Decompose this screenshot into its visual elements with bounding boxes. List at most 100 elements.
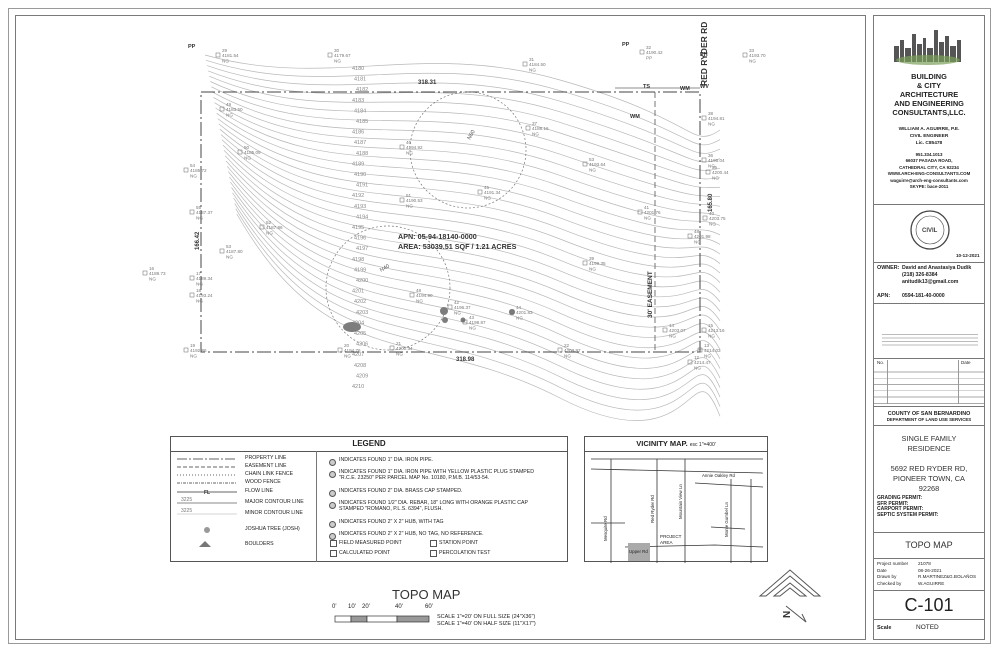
company-name-line: CONSULTANTS,LLC. [892, 108, 966, 117]
survey-point-text: 18 [196, 288, 202, 293]
engineer-line: WILLIAM A. AGUIRRE, P.E. [898, 127, 960, 132]
vicinity-road-label: Upper Rd [629, 549, 648, 554]
vicinity-scale: esc 1"=400' [689, 442, 716, 448]
contact-line: WWW.ARCH-ENG-CONSULTANTS.COM [887, 171, 971, 177]
survey-point-text: 35 [712, 165, 718, 170]
contour-line [231, 187, 721, 369]
scale-label: Scale [877, 625, 892, 631]
apn-label: APN: [877, 293, 891, 299]
contour-label: 4185 [356, 119, 368, 125]
scale-note-full: SCALE 1"=20' ON FULL SIZE (24"X36") [437, 614, 536, 620]
survey-point-text: 20 [344, 343, 350, 348]
legend-right-label: INDICATES FOUND 1" DIA. IRON PIPE. [339, 457, 433, 463]
topo-site-plan: 4180418141824183418441854186418741884189… [142, 22, 766, 421]
project-type-line: SINGLE FAMILY [901, 434, 957, 443]
contact-line: waguirre@arch-eng-consultants.com [890, 177, 968, 183]
contour-label: 4202 [354, 299, 366, 305]
legend-bottom-label: FIELD MEASURED POINT [339, 540, 402, 546]
survey-point-text: 4192.86 [190, 348, 207, 353]
contour-label: 4188 [356, 151, 368, 157]
area-text: AREA: 53039.51 SQF / 1.21 ACRES [398, 242, 517, 251]
survey-point-text: NG [708, 163, 715, 168]
contour-line [230, 181, 721, 360]
scale-tick-label: 20' [362, 604, 370, 610]
survey-point-text: 51 [406, 193, 412, 198]
survey-point-text: NG [694, 239, 701, 244]
survey-point-text: 4214.03 [704, 348, 721, 353]
contour-line [216, 113, 721, 236]
scale-tick-label: 10' [348, 604, 356, 610]
drawing-title: TOPO MAP [392, 587, 461, 602]
contour-line [219, 128, 721, 264]
top-dimension: 318.31 [418, 80, 437, 86]
vicinity-road-label: Annie Oakley Rd [702, 473, 735, 478]
vicinity-map: VICINITY MAP. esc 1"=400' Annie Oakley R… [584, 436, 768, 563]
contour-label: 4180 [352, 66, 364, 72]
title-block: CIVIL 10-12-2021 OWNER: David and Anasta… [873, 15, 985, 640]
survey-point-text: 4181.54 [222, 53, 239, 58]
legend-left-label: EASEMENT LINE [245, 463, 287, 469]
legend-left-label: MAJOR CONTOUR LINE [245, 499, 304, 505]
project-type-line: RESIDENCE [907, 444, 951, 453]
county-department: DEPARTMENT OF LAND USE SERVICES [886, 417, 972, 422]
utility-marker-label: PH [700, 52, 708, 58]
scale-note-half: SCALE 1"=40' ON HALF SIZE (11"X17") [437, 621, 536, 627]
survey-point-text: 4193.70 [749, 53, 766, 58]
sheet-row-label: Project number [877, 561, 909, 566]
boulder [440, 307, 448, 315]
contour-label: 4206 [356, 342, 368, 348]
survey-point-text: 4190.42 [646, 50, 663, 55]
survey-point-text: 4194.90 [416, 293, 433, 298]
company-logo [894, 30, 961, 65]
property-line [200, 91, 701, 353]
survey-point-text: 45 [484, 185, 490, 190]
survey-point-text: 48 [694, 229, 700, 234]
survey-point-text: 4187.86 [266, 225, 283, 230]
survey-point-text: 48 [416, 288, 422, 293]
contour-line [209, 75, 721, 171]
legend-right-label: "R.C.E. 23250" PER PARCEL MAP No. 10180,… [339, 475, 490, 481]
engineer-seal: CIVIL [910, 210, 950, 250]
contour-label: 4187 [354, 140, 366, 146]
survey-point-text: 41 [644, 205, 650, 210]
survey-point-text: 53 [589, 157, 595, 162]
survey-point-text: NG [589, 266, 596, 271]
revision-no-header: No. [877, 360, 885, 365]
vicinity-title: VICINITY MAP. esc 1"=400' [585, 437, 767, 452]
legend-symbols: FL 3225 3225 [177, 458, 237, 547]
survey-point-text: NG [406, 150, 413, 155]
survey-point-text: NG [196, 298, 203, 303]
survey-point-text: 4200.44 [712, 170, 729, 175]
circle-label: N60 [467, 129, 477, 141]
survey-point-text: 19 [190, 343, 196, 348]
contour-label: 4201 [352, 289, 364, 295]
legend-symbol [329, 471, 336, 478]
project-address-line: 92268 [918, 484, 940, 493]
contour-label: 4198 [352, 257, 364, 263]
survey-point-text: 49 [226, 102, 232, 107]
vicinity-project-label: AREA [660, 540, 673, 545]
contour-label: 4205 [354, 331, 366, 337]
contour-line [235, 208, 721, 411]
contour-line [220, 134, 721, 274]
survey-point-text: NG [196, 281, 203, 286]
legend-left-label: JOSHUA TREE (JOSH) [245, 526, 300, 532]
survey-point-text: 4203.97 [564, 348, 581, 353]
utility-marker-label: WM [630, 114, 640, 120]
legend-symbol [329, 490, 336, 497]
north-letter: N [782, 611, 793, 618]
survey-point-text: 14 [669, 323, 675, 328]
survey-point-text: NG [704, 353, 711, 358]
survey-point-text: 4199.35 [589, 261, 606, 266]
